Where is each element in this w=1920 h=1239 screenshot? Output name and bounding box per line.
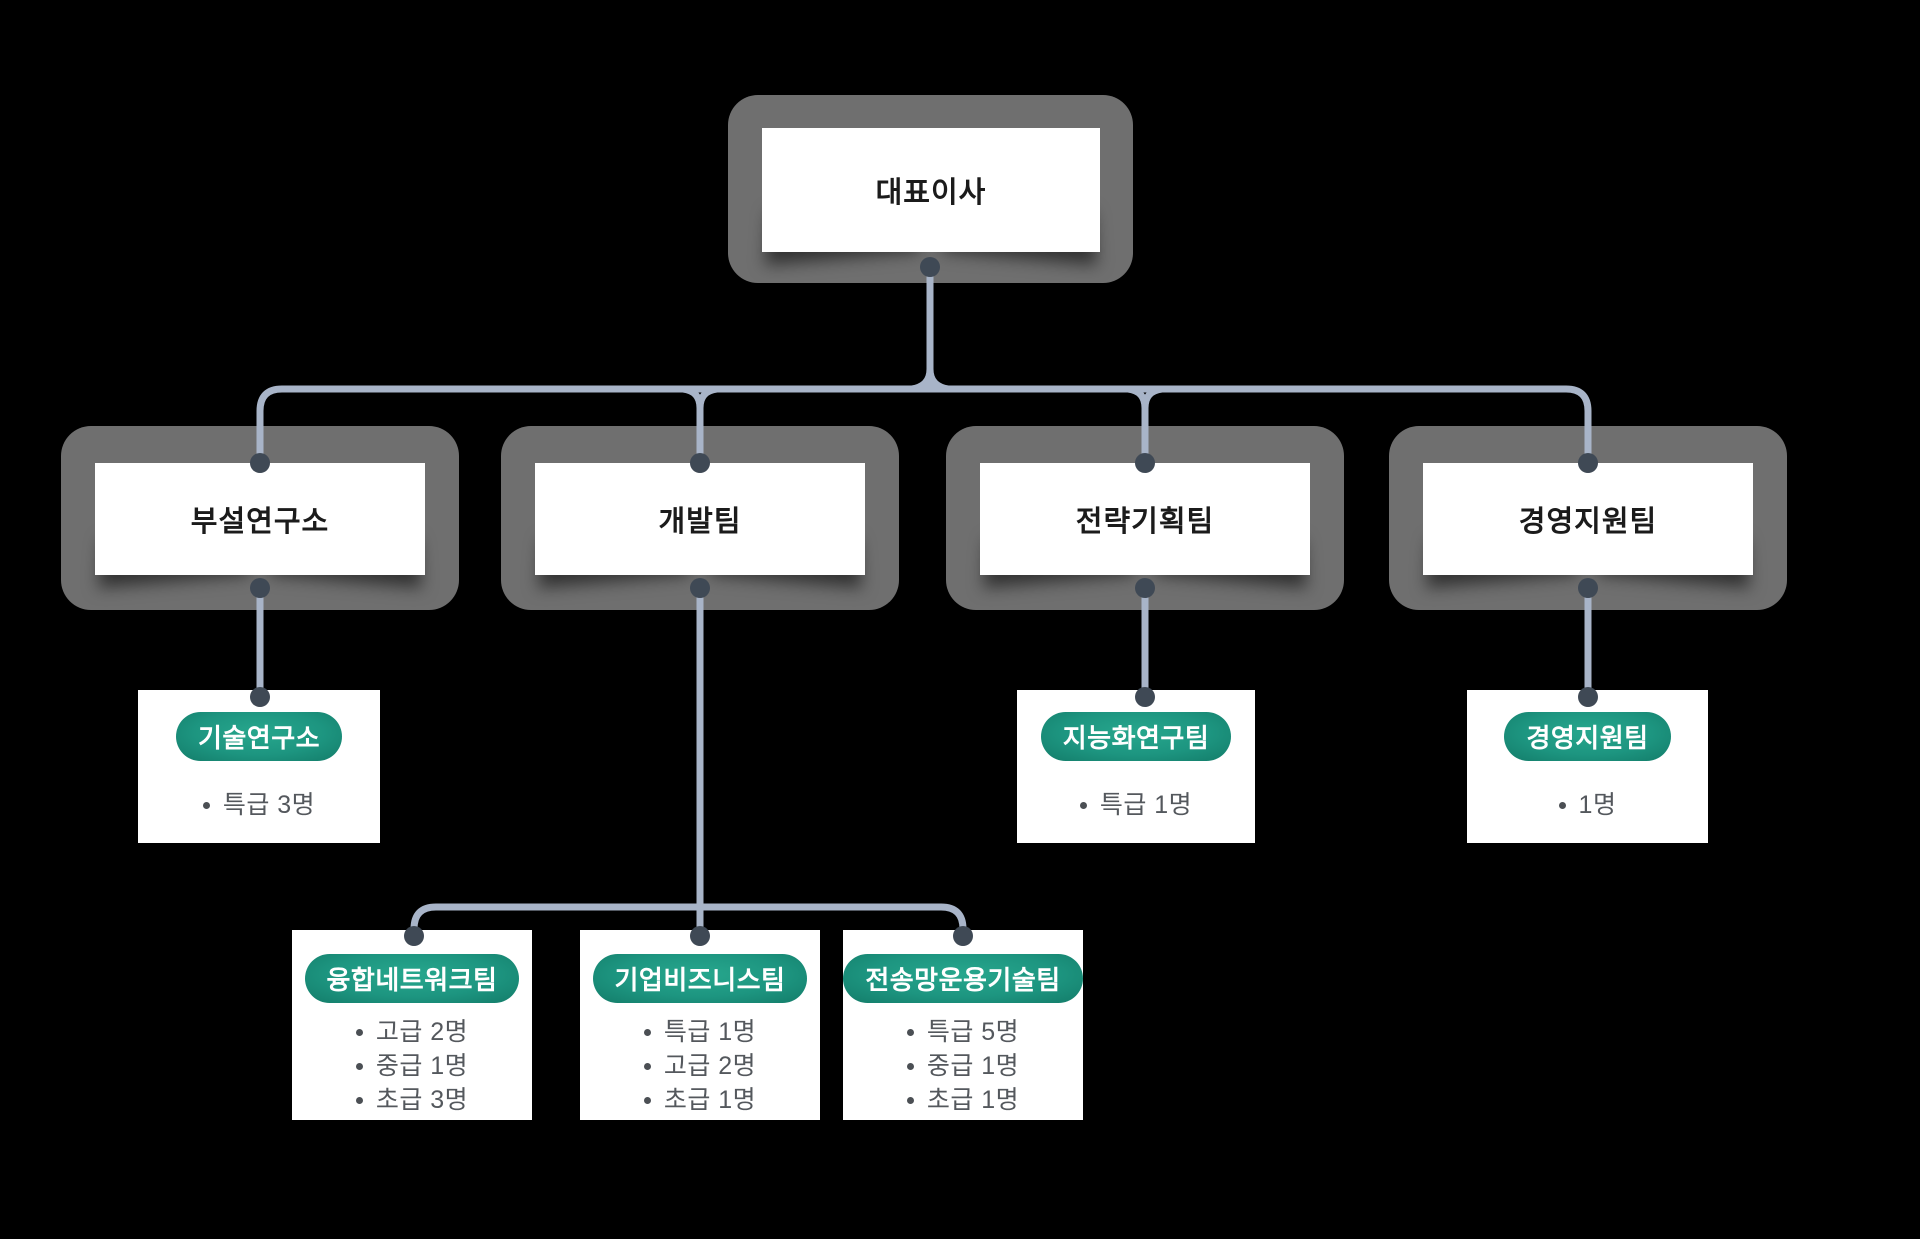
member-count: 초급 1명 bbox=[926, 1086, 1020, 1114]
bullet-dot bbox=[643, 1096, 651, 1104]
team-card-mgmt-support: 경영지원팀 1명 bbox=[1467, 690, 1708, 843]
team-card-tech-research: 기술연구소 특급 3명 bbox=[138, 690, 380, 843]
team-pill-mgmt-support: 경영지원팀 bbox=[1504, 712, 1671, 761]
connector-dots bbox=[250, 257, 1598, 946]
node-research-institute: 부설연구소 bbox=[61, 426, 459, 610]
member-count: 고급 2명 bbox=[663, 1052, 757, 1080]
member-row: 특급 1명 bbox=[1017, 788, 1255, 822]
bullet-dot bbox=[906, 1062, 914, 1070]
node-strategy-team-label: 전략기획팀 bbox=[1075, 506, 1215, 538]
team-card-enterprise-business: 기업비즈니스팀 특급 1명 고급 2명 초급 1명 bbox=[580, 930, 820, 1120]
bullet-dot bbox=[1079, 801, 1087, 809]
connector-fillet bbox=[679, 385, 704, 412]
node-mgmt-support-team: 경영지원팀 bbox=[1389, 426, 1787, 610]
member-row: 특급 3명 bbox=[138, 788, 380, 822]
member-row: 고급 2명 bbox=[580, 1049, 820, 1083]
bullet-dot bbox=[355, 1062, 363, 1070]
team-pill-fusion-network: 융합네트워크팀 bbox=[304, 954, 520, 1003]
member-row: 초급 1명 bbox=[580, 1083, 820, 1117]
bullet-dot bbox=[643, 1062, 651, 1070]
member-row: 특급 1명 bbox=[580, 1015, 820, 1049]
member-count: 고급 2명 bbox=[375, 1018, 469, 1046]
member-count: 특급 5명 bbox=[926, 1018, 1020, 1046]
bullet-dot bbox=[355, 1028, 363, 1036]
team-card-intelligence-research: 지능화연구팀 특급 1명 bbox=[1017, 690, 1255, 843]
member-count: 특급 3명 bbox=[222, 791, 316, 819]
bullet-dot bbox=[355, 1096, 363, 1104]
member-count: 초급 3명 bbox=[375, 1086, 469, 1114]
member-count: 1명 bbox=[1578, 791, 1617, 819]
team-pill-intelligence-research: 지능화연구팀 bbox=[1040, 712, 1232, 761]
connector-fillet bbox=[1124, 385, 1149, 412]
team-pill-tech-research: 기술연구소 bbox=[175, 712, 343, 761]
connector-fillet bbox=[926, 365, 952, 393]
member-count: 특급 1명 bbox=[663, 1018, 757, 1046]
bullet-dot bbox=[643, 1028, 651, 1036]
connector-fillet bbox=[1141, 385, 1166, 412]
member-row: 1명 bbox=[1467, 788, 1708, 822]
connector-lines bbox=[256, 263, 1592, 937]
member-count: 특급 1명 bbox=[1099, 791, 1193, 819]
bullet-dot bbox=[202, 801, 210, 809]
member-row: 중급 1명 bbox=[292, 1049, 532, 1083]
team-card-transport-network-ops: 전송망운용기술팀 특급 5명 중급 1명 초급 1명 bbox=[843, 930, 1083, 1120]
node-mgmt-support-team-label: 경영지원팀 bbox=[1518, 506, 1658, 538]
node-strategy-team: 전략기획팀 bbox=[946, 426, 1344, 610]
node-research-institute-label: 부설연구소 bbox=[190, 506, 330, 538]
bullet-dot bbox=[1558, 801, 1566, 809]
node-dev-team: 개발팀 bbox=[501, 426, 899, 610]
team-pill-enterprise-business: 기업비즈니스팀 bbox=[592, 954, 808, 1003]
bullet-dot bbox=[906, 1096, 914, 1104]
member-row: 초급 3명 bbox=[292, 1083, 532, 1117]
bullet-dot bbox=[906, 1028, 914, 1036]
member-count: 중급 1명 bbox=[375, 1052, 469, 1080]
connector-fillet bbox=[908, 365, 934, 393]
member-row: 중급 1명 bbox=[843, 1049, 1083, 1083]
member-count: 중급 1명 bbox=[926, 1052, 1020, 1080]
member-row: 초급 1명 bbox=[843, 1083, 1083, 1117]
member-count: 초급 1명 bbox=[663, 1086, 757, 1114]
member-row: 특급 5명 bbox=[843, 1015, 1083, 1049]
node-ceo: 대표이사 bbox=[728, 95, 1133, 283]
connector-fillet bbox=[696, 385, 721, 412]
node-dev-team-label: 개발팀 bbox=[658, 506, 742, 538]
team-pill-transport-network-ops: 전송망운용기술팀 bbox=[843, 954, 1083, 1003]
node-ceo-label: 대표이사 bbox=[875, 177, 987, 209]
team-card-fusion-network: 융합네트워크팀 고급 2명 중급 1명 초급 3명 bbox=[292, 930, 532, 1120]
member-row: 고급 2명 bbox=[292, 1015, 532, 1049]
